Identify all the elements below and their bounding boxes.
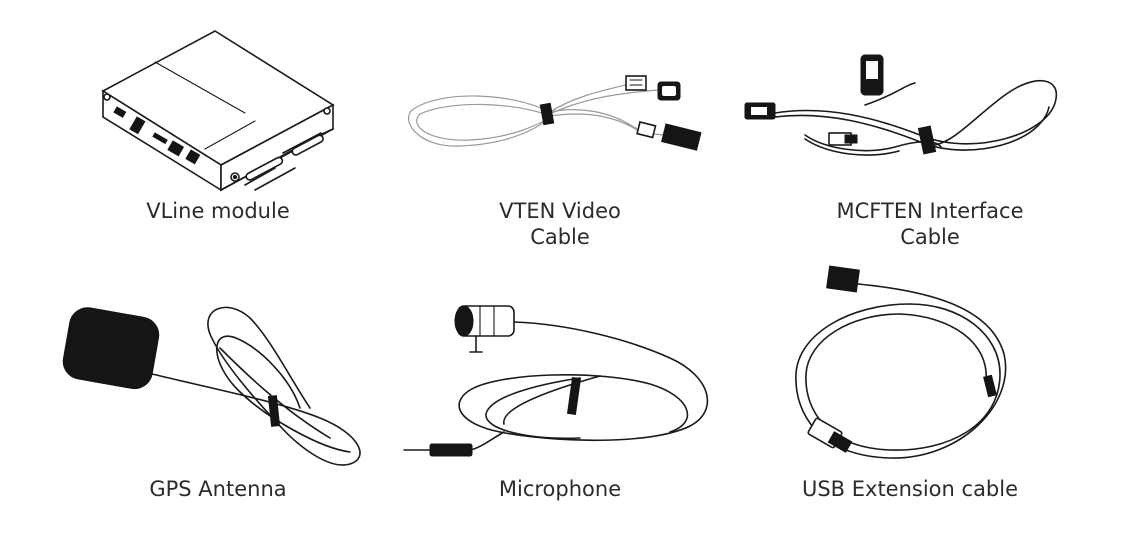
gps-antenna-illustration bbox=[62, 306, 361, 466]
item-caption: VTEN Video Cable bbox=[499, 199, 621, 249]
item-caption: GPS Antenna bbox=[149, 477, 287, 501]
item-caption: USB Extension cable bbox=[801, 477, 1019, 501]
item-caption: VLine module bbox=[146, 199, 290, 223]
usb-cable-illustration bbox=[795, 265, 1007, 459]
module-box-illustration bbox=[101, 30, 335, 192]
item-caption: Microphone bbox=[498, 477, 622, 501]
microphone-illustration bbox=[403, 305, 709, 457]
interface-cable-illustration bbox=[744, 54, 1058, 156]
video-cable-illustration bbox=[407, 75, 702, 151]
item-caption: MCFTEN Interface Cable bbox=[836, 199, 1024, 249]
